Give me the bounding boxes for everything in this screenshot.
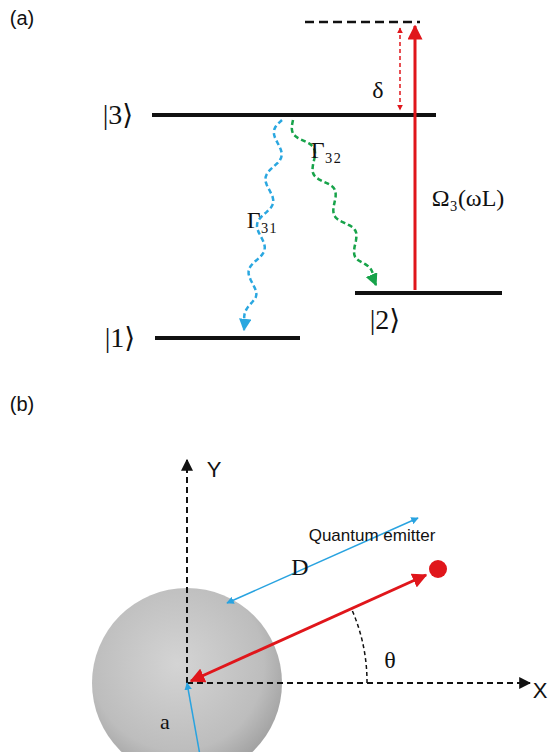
radius-arrow: [187, 683, 203, 752]
decay-label: Γ₃₁: [247, 208, 278, 232]
emitter-label: Quantum emitter: [309, 527, 436, 544]
y-axis: [186, 460, 188, 683]
axis-label: Y: [207, 459, 222, 481]
level-label: |1⟩: [105, 324, 136, 352]
virtual-level: [305, 21, 420, 24]
level-1: [155, 336, 300, 340]
position-vector: [191, 575, 426, 681]
detuning-label: δ: [372, 78, 383, 102]
panel-label: (a): [10, 8, 34, 28]
decay-label: Γ₃₂: [311, 138, 342, 162]
panel-label: (b): [10, 394, 34, 414]
laser-arrow: [414, 26, 417, 290]
level-label: |3⟩: [103, 101, 134, 129]
level-2: [355, 291, 502, 295]
rabi-label: Ω₃(ωL): [432, 186, 505, 210]
decay-32: [292, 120, 376, 285]
x-axis: [187, 682, 530, 684]
level-label: |2⟩: [370, 306, 401, 334]
angle-label: θ: [384, 648, 396, 672]
radius-label: a: [160, 711, 170, 733]
angle-arc: [352, 610, 367, 683]
decay-31: [244, 120, 282, 330]
axis-label: X: [533, 680, 548, 702]
distance-label: D: [291, 555, 308, 579]
detuning-arrow: [399, 28, 401, 110]
quantum-emitter: [429, 560, 447, 578]
level-3: [152, 113, 436, 117]
